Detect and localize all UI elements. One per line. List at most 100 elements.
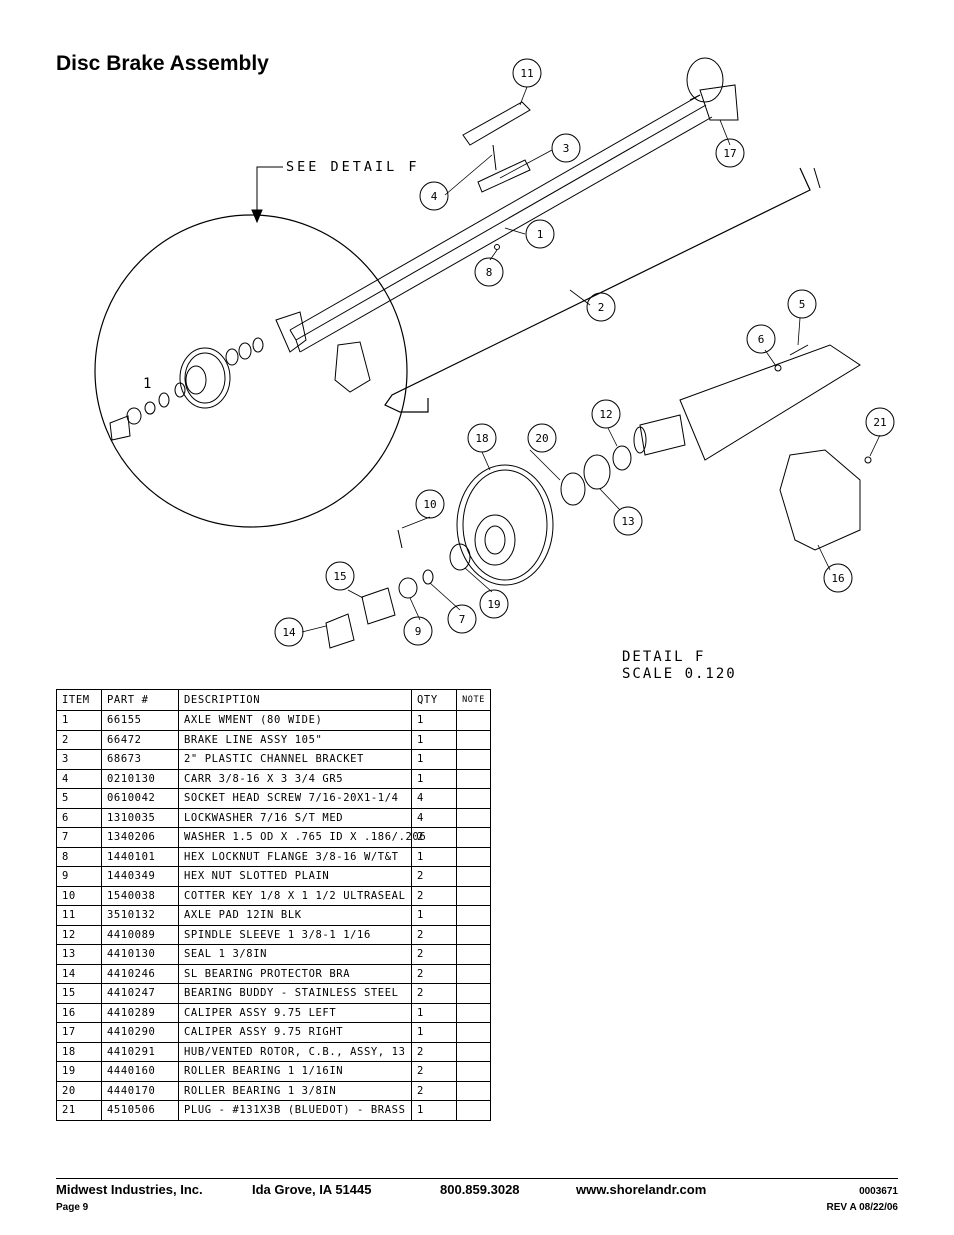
cell-qty: 2 <box>411 1061 457 1082</box>
cell-part: 1310035 <box>101 807 179 828</box>
callout-14: 14 <box>274 617 304 647</box>
cell-qty: 2 <box>411 1080 457 1101</box>
callout-16: 16 <box>823 563 853 593</box>
cell-part: 4410130 <box>101 944 179 965</box>
svg-text:15: 15 <box>333 570 346 583</box>
cell-description: ROLLER BEARING 1 3/8IN <box>178 1080 412 1101</box>
cell-part: 4410290 <box>101 1022 179 1043</box>
bearing-protector-14 <box>325 613 355 649</box>
cell-item: 1 <box>56 710 102 731</box>
cell-description: AXLE PAD 12IN BLK <box>178 905 412 926</box>
cell-item: 6 <box>56 807 102 828</box>
see-detail-callout: SEE DETAIL F <box>286 159 420 175</box>
cell-note <box>456 866 491 887</box>
cell-note <box>456 1022 491 1043</box>
cell-item: 12 <box>56 924 102 945</box>
detail-view-label: DETAIL F <box>622 649 706 665</box>
svg-text:6: 6 <box>758 333 765 346</box>
svg-text:8: 8 <box>486 266 493 279</box>
header-part: PART # <box>101 689 179 711</box>
svg-text:9: 9 <box>415 625 422 638</box>
cell-item: 15 <box>56 983 102 1004</box>
cell-note <box>456 1041 491 1062</box>
lockwasher-6 <box>774 364 782 372</box>
cell-qty: 2 <box>411 963 457 984</box>
cell-qty: 2 <box>411 866 457 887</box>
callout-leaders <box>301 86 881 633</box>
svg-text:20: 20 <box>535 432 548 445</box>
cell-item: 4 <box>56 768 102 789</box>
cell-qty: 1 <box>411 1022 457 1043</box>
callout-15: 15 <box>325 561 355 591</box>
svg-text:13: 13 <box>621 515 634 528</box>
cell-part: 4440170 <box>101 1080 179 1101</box>
callout-18: 18 <box>467 423 497 453</box>
cell-qty: 2 <box>411 827 457 848</box>
exploded-parts-diagram: 1 SEE DETAIL F <box>94 57 895 649</box>
caliper-left <box>779 449 861 551</box>
cell-note <box>456 885 491 906</box>
cell-note <box>456 983 491 1004</box>
cell-qty: 4 <box>411 807 457 828</box>
cell-part: 66155 <box>101 710 179 731</box>
cell-part: 3510132 <box>101 905 179 926</box>
socket-screw-5 <box>789 344 809 356</box>
callout-13: 13 <box>613 506 643 536</box>
callout-8: 8 <box>474 257 504 287</box>
cell-description: AXLE WMENT (80 WIDE) <box>178 710 412 731</box>
footer-website[interactable]: www.shorelandr.com <box>576 1182 707 1197</box>
cell-item: 14 <box>56 963 102 984</box>
callout-11: 11 <box>512 58 542 88</box>
cell-description: CALIPER ASSY 9.75 RIGHT <box>178 1022 412 1043</box>
cell-description: 2" PLASTIC CHANNEL BRACKET <box>178 749 412 770</box>
cell-note <box>456 963 491 984</box>
cell-note <box>456 749 491 770</box>
carriage-bolt <box>492 144 497 171</box>
plug-21 <box>864 456 872 464</box>
washer-7 <box>422 569 434 585</box>
svg-text:16: 16 <box>831 572 844 585</box>
detail-label: DETAIL F SCALE 0.120 <box>622 649 737 683</box>
cell-description: SEAL 1 3/8IN <box>178 944 412 965</box>
cell-item: 11 <box>56 905 102 926</box>
axle-tube <box>289 94 713 353</box>
detail-leader <box>256 166 283 213</box>
cell-item: 8 <box>56 846 102 867</box>
svg-text:2: 2 <box>598 301 605 314</box>
cell-item: 2 <box>56 729 102 750</box>
cell-part: 0610042 <box>101 788 179 809</box>
header-qty: QTY <box>411 689 457 711</box>
footer-company: Midwest Industries, Inc. <box>56 1182 203 1197</box>
cell-note <box>456 710 491 731</box>
detail-circle-tag: 1 <box>143 376 151 392</box>
callout-12: 12 <box>591 399 621 429</box>
svg-text:19: 19 <box>487 598 500 611</box>
cell-description: CARR 3/8-16 X 3 3/4 GR5 <box>178 768 412 789</box>
footer-rule <box>56 1178 898 1179</box>
cell-item: 19 <box>56 1061 102 1082</box>
cell-description: SOCKET HEAD SCREW 7/16-20X1-1/4 <box>178 788 412 809</box>
cell-description: HUB/VENTED ROTOR, C.B., ASSY, 13 <box>178 1041 412 1062</box>
callout-3: 3 <box>551 133 581 163</box>
svg-text:11: 11 <box>520 67 533 80</box>
cell-part: 4440160 <box>101 1061 179 1082</box>
brake-line-end <box>813 167 821 189</box>
cell-qty: 2 <box>411 983 457 1004</box>
cell-qty: 1 <box>411 846 457 867</box>
cell-part: 4510506 <box>101 1100 179 1121</box>
cell-description: COTTER KEY 1/8 X 1 1/2 ULTRASEAL <box>178 885 412 906</box>
axle-right-end <box>686 57 739 121</box>
cell-description: CALIPER ASSY 9.75 LEFT <box>178 1002 412 1023</box>
bearing-buddy-15 <box>361 587 396 625</box>
